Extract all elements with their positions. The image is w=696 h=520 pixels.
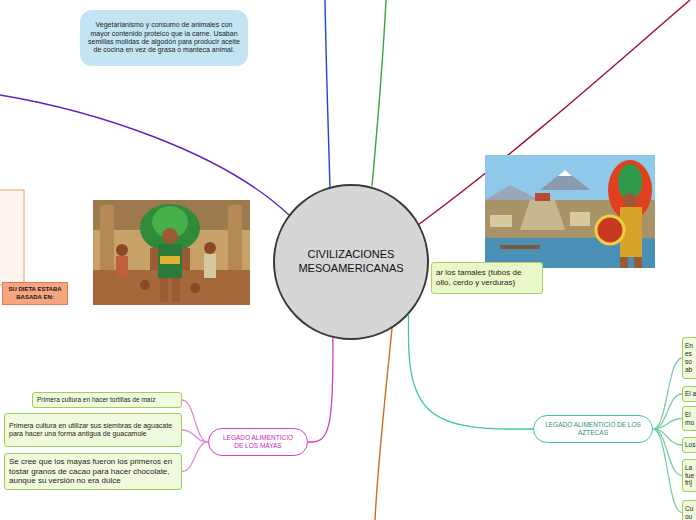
branch-line bbox=[0, 95, 289, 215]
connector-line bbox=[182, 400, 208, 442]
node-text: Los bbox=[685, 441, 696, 449]
branch-line bbox=[372, 0, 386, 186]
connector-line bbox=[408, 315, 533, 429]
node-text: LEGADO ALIMENTICIO DE LOS AZTECAS bbox=[544, 421, 642, 437]
central-circle: CIVILIZACIONES MESOAMERICANAS bbox=[273, 184, 429, 340]
node-text: CIVILIZACIONES MESOAMERICANAS bbox=[291, 248, 411, 276]
connector-line bbox=[182, 430, 208, 442]
node-text: Primera cultura en hacer tortillas de ma… bbox=[37, 396, 156, 404]
leaf-box: Se cree que los mayas fueron los primero… bbox=[4, 453, 182, 490]
node-text: La fue frij bbox=[685, 464, 696, 487]
branch-line bbox=[325, 0, 330, 188]
node-text: En es so ab bbox=[685, 342, 696, 373]
leaf-box: La fue frij bbox=[682, 459, 696, 492]
node-text: SU DIETA ESTABA BASADA EN: bbox=[5, 286, 65, 300]
connector-line bbox=[308, 338, 333, 442]
leaf-box: Cu ou bbox=[682, 500, 696, 520]
cut-box bbox=[0, 190, 24, 285]
leaf-box: El a bbox=[682, 386, 696, 402]
connector-line bbox=[182, 442, 208, 472]
topic-box: SU DIETA ESTABA BASADA EN: bbox=[2, 282, 68, 305]
connector-line bbox=[653, 394, 682, 429]
connector-line bbox=[653, 419, 682, 430]
branch-box: LEGADO ALIMENTICIO DE LOS MAYAS bbox=[208, 428, 308, 456]
leaf-box: En es so ab bbox=[682, 337, 696, 379]
maya-picture bbox=[93, 200, 250, 305]
leaf-box: Los bbox=[682, 437, 696, 453]
leaf-box: Primera cultura en hacer tortillas de ma… bbox=[32, 392, 182, 408]
node-text: Cu ou bbox=[685, 505, 696, 520]
aztec-picture bbox=[485, 155, 655, 268]
node-text: Primera cultura en utilizar sus siembras… bbox=[9, 422, 177, 439]
note-box: ar los tamales (tubos de ollo, cerdo y v… bbox=[431, 262, 543, 294]
branch-box: LEGADO ALIMENTICIO DE LOS AZTECAS bbox=[533, 415, 653, 443]
node-text: LEGADO ALIMENTICIO DE LOS MAYAS bbox=[219, 434, 297, 450]
leaf-box: Primera cultura en utilizar sus siembras… bbox=[4, 413, 182, 447]
node-text: El mo bbox=[685, 411, 696, 427]
note-box: Vegetarianismo y consumo de animales con… bbox=[80, 10, 248, 66]
node-text: Vegetarianismo y consumo de animales con… bbox=[88, 21, 240, 55]
node-text: El a bbox=[685, 390, 696, 398]
connector-line bbox=[653, 358, 682, 429]
leaf-box: El mo bbox=[682, 406, 696, 431]
circle-shape bbox=[274, 185, 428, 339]
node-text: Se cree que los mayas fueron los primero… bbox=[9, 457, 177, 486]
node-text: ar los tamales (tubos de ollo, cerdo y v… bbox=[436, 268, 538, 287]
branch-line bbox=[375, 328, 392, 520]
connector-line bbox=[653, 429, 682, 513]
